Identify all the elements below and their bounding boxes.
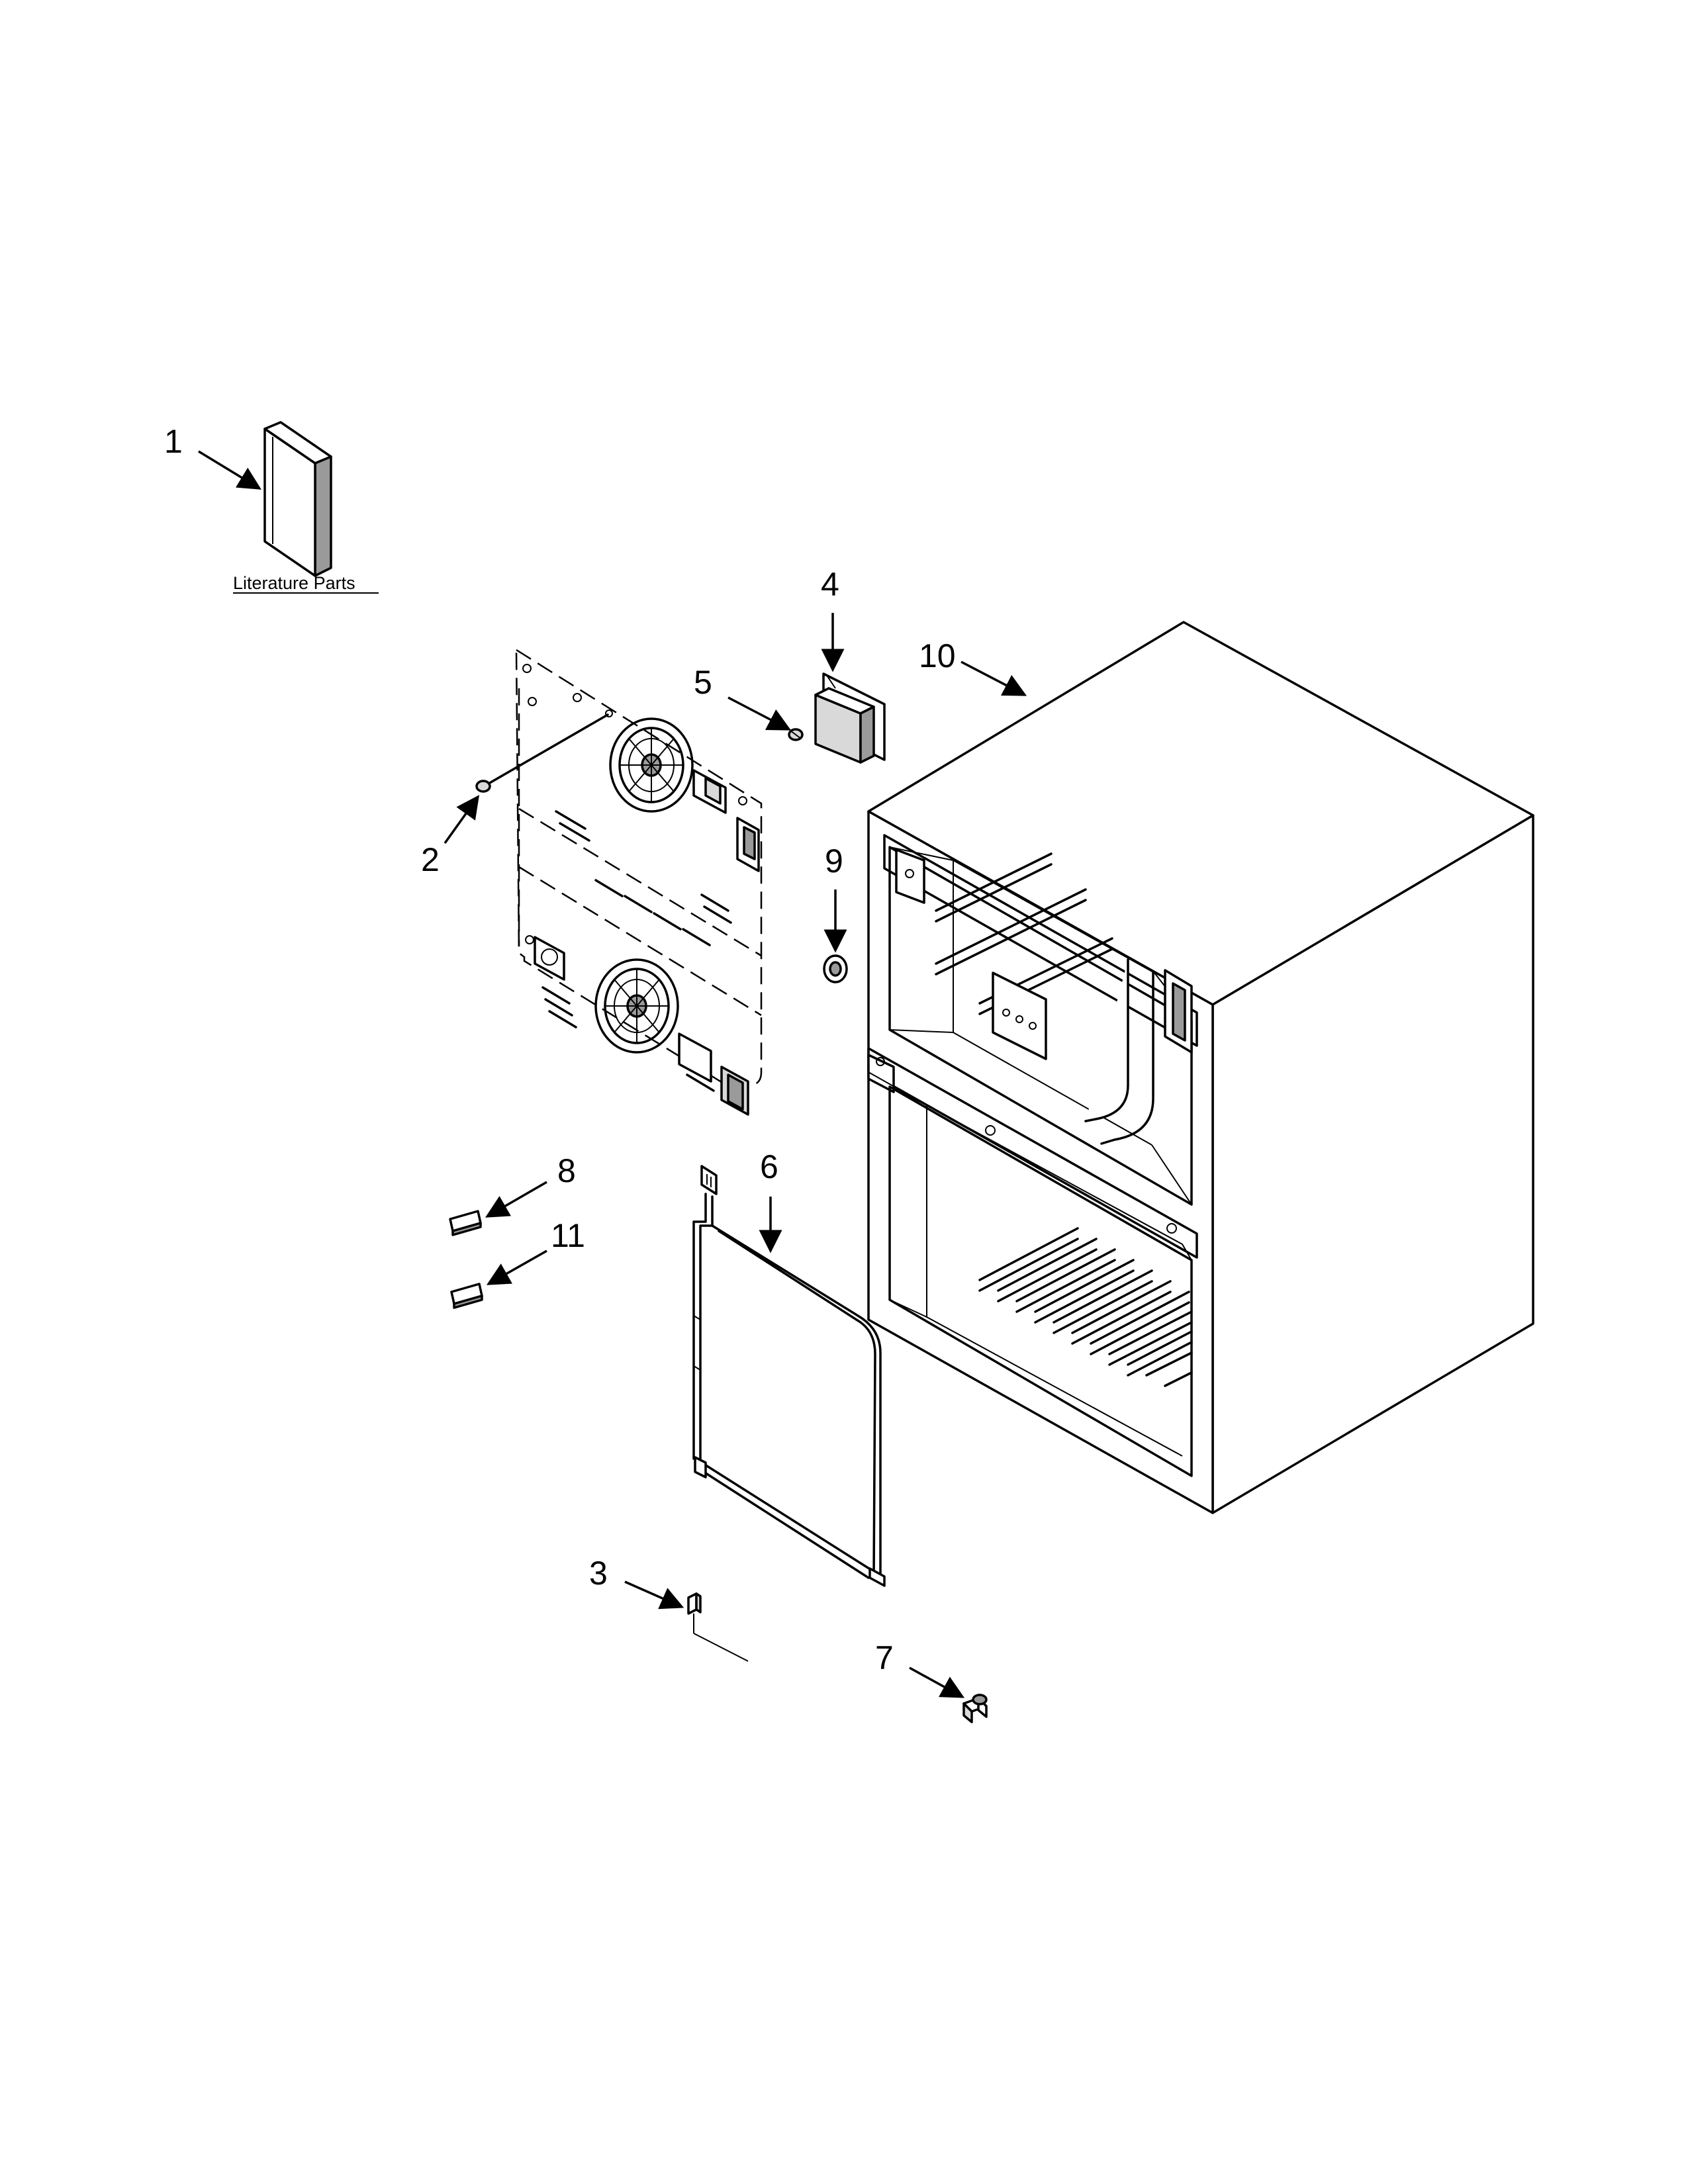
lower-fan	[594, 958, 679, 1054]
connector-7	[962, 1694, 988, 1723]
callout-4: 4	[821, 566, 839, 603]
control-housing	[814, 672, 886, 764]
callout-5: 5	[694, 664, 712, 701]
callout-2: 2	[421, 841, 440, 878]
rear-panel	[515, 648, 763, 1116]
screw-5	[788, 728, 804, 741]
callout-1: 1	[164, 423, 183, 460]
callout-11: 11	[551, 1217, 585, 1254]
callout-9: 9	[825, 842, 843, 880]
literature-parts-label: Literature Parts	[233, 573, 355, 593]
thermistor-3	[687, 1592, 749, 1662]
callout-7: 7	[875, 1639, 894, 1676]
callout-3: 3	[589, 1555, 608, 1592]
literature-booklet	[263, 421, 332, 577]
clip-8	[449, 1210, 482, 1236]
cabinet-liner	[867, 621, 1534, 1514]
floor-ribs	[978, 1227, 1193, 1387]
screw-2	[475, 709, 613, 793]
callout-6: 6	[760, 1148, 778, 1185]
wire-harness	[692, 1165, 886, 1587]
callout-8: 8	[557, 1152, 576, 1189]
clip-11	[450, 1283, 483, 1309]
callout-10: 10	[919, 637, 956, 674]
grommet-9	[823, 954, 848, 983]
upper-fan	[609, 717, 694, 813]
